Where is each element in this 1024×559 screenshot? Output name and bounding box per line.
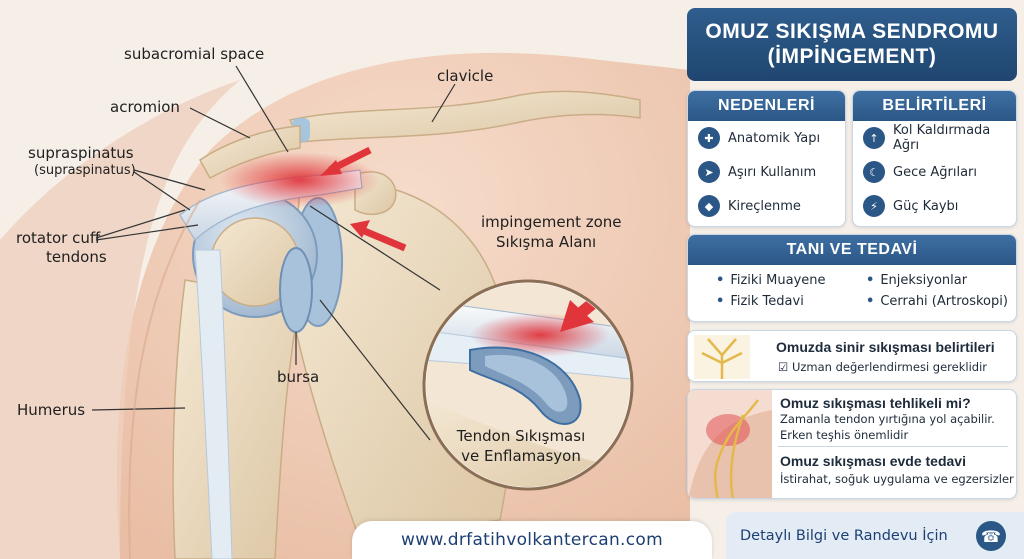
- diagnosis-treatment-card: TANI VE TEDAVİ Fiziki Muayene Enjeksiyon…: [687, 234, 1017, 322]
- home-treatment-answer: İstirahat, soğuk uygulama ve egzersizler: [780, 472, 1014, 486]
- label-rotator-cuff-tendons: tendons: [46, 248, 107, 266]
- calcification-icon: ◆: [698, 195, 720, 217]
- anatomy-icon: ✚: [698, 127, 720, 149]
- cause-label: Anatomik Yapı: [728, 130, 821, 146]
- dt-item: Fiziki Muayene: [716, 273, 866, 288]
- phone-icon[interactable]: ☎: [976, 521, 1006, 551]
- contact-text: Detaylı Bilgi ve Randevu İçin: [740, 527, 948, 544]
- danger-question: Omuz sıkışması tehlikeli mi?: [780, 395, 971, 411]
- check-icon: ☑: [778, 360, 792, 374]
- zoom-title-line2: ve Enflamasyon: [461, 446, 581, 465]
- title-line1: OMUZ SIKIŞMA SENDROMU: [705, 20, 999, 44]
- clavicle-bone: [288, 90, 641, 143]
- symptom-item: ↑ Kol Kaldırmada Ağrı: [853, 121, 1016, 155]
- cause-item: ➤ Aşırı Kullanım: [688, 155, 845, 189]
- impingement-arrow-mid: [360, 226, 407, 252]
- danger-card[interactable]: Omuz sıkışması tehlikeli mi? Zamanla ten…: [687, 389, 1017, 499]
- bursa-sac: [279, 247, 313, 333]
- label-bursa: bursa: [277, 368, 320, 386]
- divider: [778, 446, 1008, 447]
- label-subacromial-space: subacromial space: [124, 45, 265, 63]
- runner-icon: ➤: [698, 161, 720, 183]
- symptom-item: ⚡ Güç Kaybı: [853, 189, 1016, 223]
- label-humerus: Humerus: [17, 401, 86, 419]
- causes-heading: NEDENLERİ: [688, 91, 845, 121]
- label-acromion: acromion: [110, 98, 180, 116]
- symptoms-card: BELİRTİLERİ ↑ Kol Kaldırmada Ağrı ☾ Gece…: [852, 90, 1017, 227]
- symptom-label: Kol Kaldırmada Ağrı: [893, 123, 991, 153]
- symptom-label: Güç Kaybı: [893, 198, 959, 214]
- diagnosis-treatment-heading: TANI VE TEDAVİ: [688, 235, 1016, 265]
- nerve-subtitle-text: Uzman değerlendirmesi gereklidir: [791, 360, 987, 374]
- cause-label: Aşırı Kullanım: [728, 164, 817, 180]
- label-impingement-zone-tr: Sıkışma Alanı: [496, 233, 597, 251]
- danger-answer-2: Erken teşhis önemlidir: [780, 428, 909, 442]
- website-link[interactable]: www.drfatihvolkantercan.com: [401, 530, 663, 550]
- website-footer: www.drfatihvolkantercan.com: [352, 521, 712, 559]
- home-treatment-question: Omuz sıkışması evde tedavi: [780, 453, 966, 469]
- label-rotator-cuff: rotator cuff: [16, 229, 101, 247]
- label-supraspinatus-sub: (supraspinatus): [34, 163, 136, 178]
- dt-item: Enjeksiyonlar: [866, 273, 1016, 288]
- symptoms-heading: BELİRTİLERİ: [853, 91, 1016, 121]
- nerve-image: [694, 335, 750, 379]
- moon-icon: ☾: [863, 161, 885, 183]
- nerve-subtitle: ☑ Uzman değerlendirmesi gereklidir: [778, 360, 987, 374]
- dt-item: Fizik Tedavi: [716, 294, 866, 309]
- causes-card: NEDENLERİ ✚ Anatomik Yapı ➤ Aşırı Kullan…: [687, 90, 846, 227]
- dt-item: Cerrahi (Artroskopi): [866, 294, 1016, 309]
- contact-bar[interactable]: Detaylı Bilgi ve Randevu İçin ☎: [726, 512, 1024, 559]
- title-line2: (İMPİNGEMENT): [767, 44, 937, 68]
- symptom-item: ☾ Gece Ağrıları: [853, 155, 1016, 189]
- danger-answer-1: Zamanla tendon yırtığına yol açabilir.: [780, 412, 995, 426]
- nerve-title: Omuzda sinir sıkışması belirtileri: [776, 339, 995, 355]
- arm-raise-icon: ↑: [863, 127, 885, 149]
- nerve-card[interactable]: Omuzda sinir sıkışması belirtileri ☑ Uzm…: [687, 330, 1017, 382]
- shoulder-illustration: [0, 52, 690, 559]
- leader-lines: [91, 65, 456, 441]
- label-impingement-zone: impingement zone: [481, 213, 622, 231]
- cause-item: ◆ Kireçlenme: [688, 189, 845, 223]
- zoom-title-line1: Tendon Sıkışması: [456, 427, 586, 445]
- label-clavicle: clavicle: [437, 67, 494, 85]
- symptom-label: Gece Ağrıları: [893, 164, 977, 180]
- lightning-icon: ⚡: [863, 195, 885, 217]
- cause-item: ✚ Anatomik Yapı: [688, 121, 845, 155]
- shoulder-nerve-image: [688, 390, 772, 498]
- zoom-title: Tendon Sıkışması ve Enflamasyon: [432, 427, 610, 466]
- label-supraspinatus: supraspinatus: [28, 144, 134, 162]
- cause-label: Kireçlenme: [728, 198, 801, 214]
- info-panel: OMUZ SIKIŞMA SENDROMU (İMPİNGEMENT) NEDE…: [682, 0, 1024, 559]
- title-card: OMUZ SIKIŞMA SENDROMU (İMPİNGEMENT): [687, 8, 1017, 81]
